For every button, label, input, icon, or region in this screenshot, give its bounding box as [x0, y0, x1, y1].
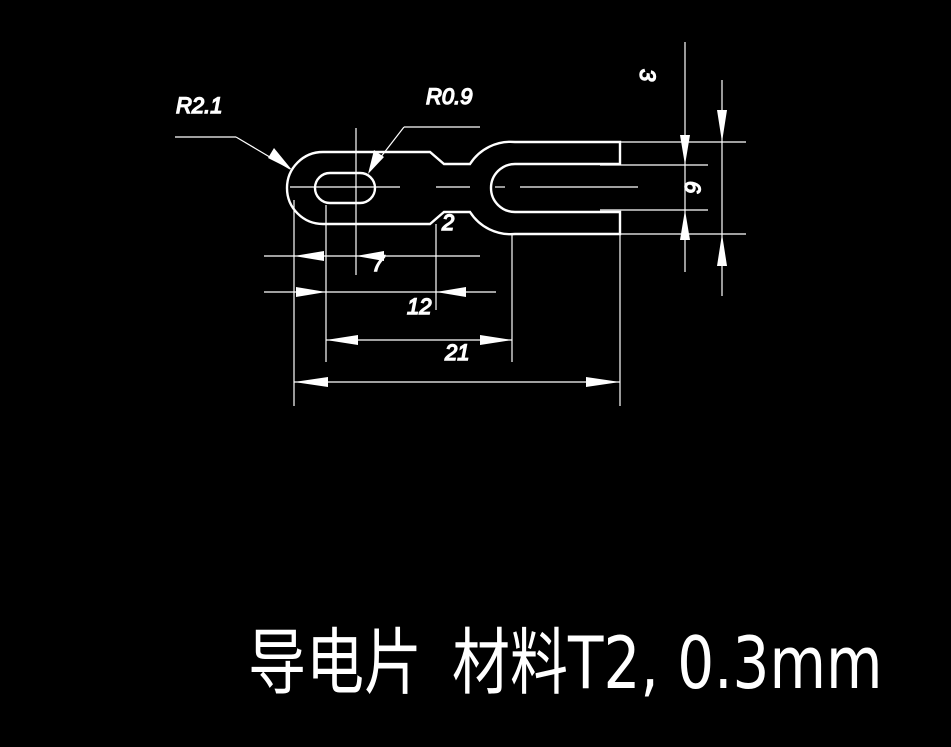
arrowheads [268, 110, 727, 387]
dimension-3-label: 3 [635, 69, 660, 82]
radius-label-small: R0.9 [426, 84, 472, 109]
radius-label-large: R2.1 [176, 93, 222, 118]
extension-lines [293, 141, 746, 406]
dimension-7-label: 7 [372, 251, 385, 276]
center-lines [290, 128, 638, 275]
dimension-12-label: 12 [407, 294, 431, 319]
material-spec: 材料T2, 0.3mm [452, 620, 883, 706]
drawing-title: 导电片材料T2, 0.3mm [248, 607, 882, 720]
dimension-lines [264, 42, 723, 383]
slot-hole [313, 171, 377, 205]
part-name: 导电片 [248, 620, 423, 706]
dimension-2-label: 2 [441, 210, 454, 235]
dimension-21-label: 21 [444, 340, 469, 365]
dimension-6-label: 6 [680, 181, 705, 194]
leader-lines [175, 126, 480, 172]
